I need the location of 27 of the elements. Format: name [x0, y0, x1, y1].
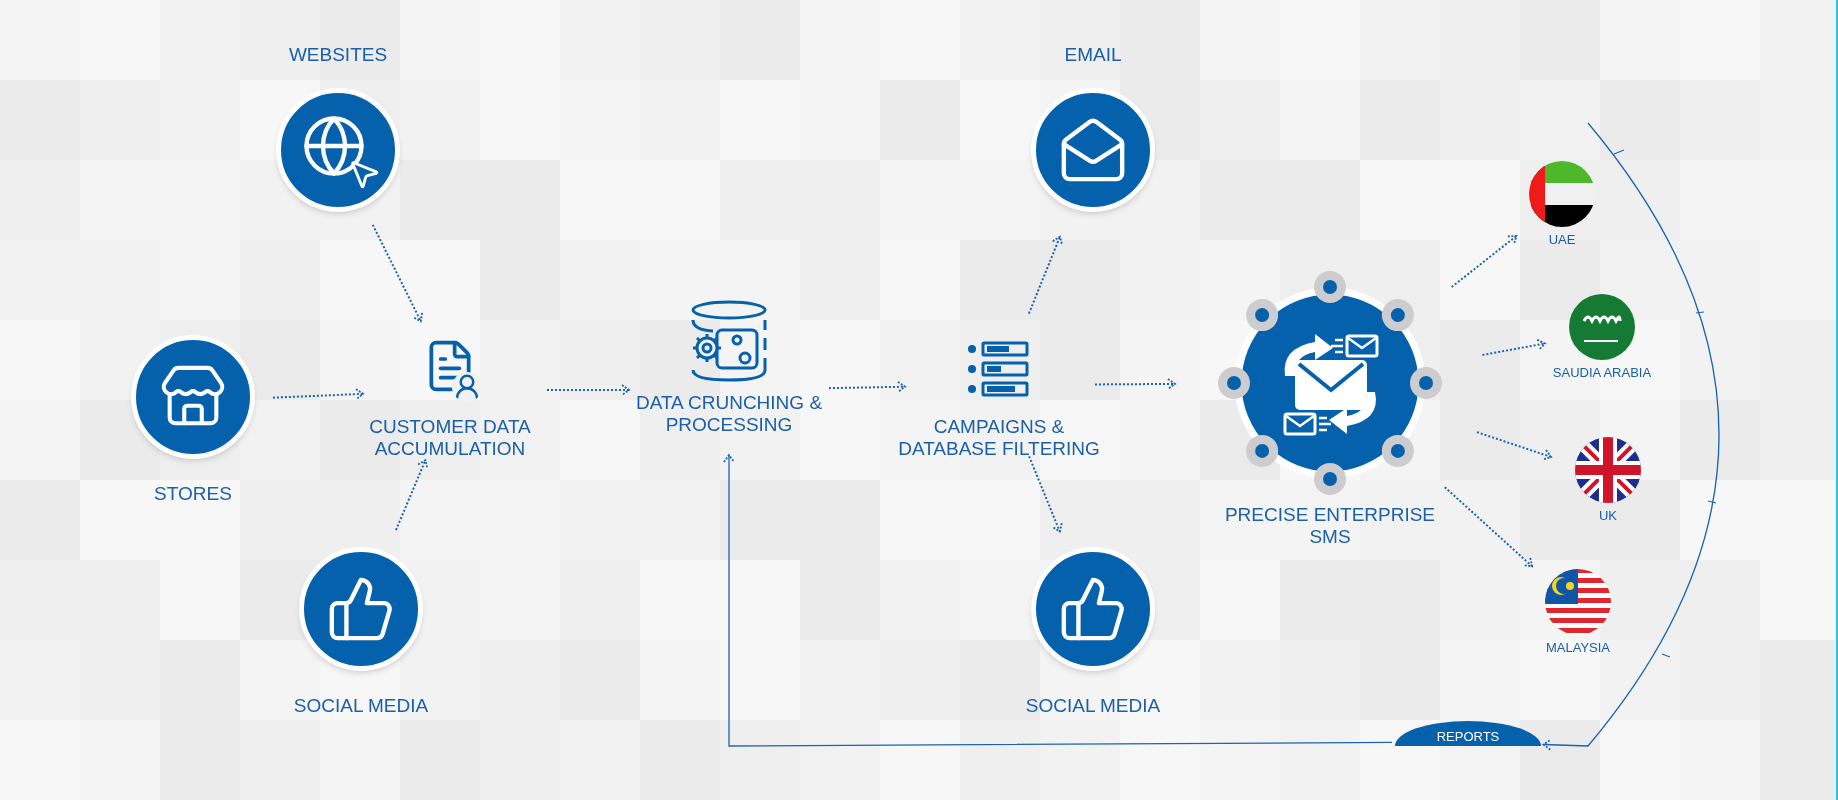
- node-label: STORES: [154, 483, 232, 505]
- dotted-arrow: [1028, 455, 1063, 533]
- node-label: UK: [1598, 508, 1618, 524]
- node-label: PRECISE ENTERPRISE SMS: [1223, 504, 1437, 548]
- node-label: SOCIAL MEDIA: [1025, 695, 1161, 717]
- dotted-arrow: [1476, 431, 1553, 461]
- dotted-arrow: [394, 459, 429, 532]
- node-label: DATA CRUNCHING & PROCESSING: [634, 392, 824, 436]
- arrow: [1542, 122, 1720, 751]
- node-label: WEBSITES: [288, 44, 388, 66]
- dotted-arrow: [371, 223, 424, 323]
- node-label: SAUDIA ARABIA: [1552, 365, 1652, 381]
- node-label: UAE: [1548, 232, 1576, 248]
- dotted-arrow: [1450, 234, 1518, 288]
- node-label: CUSTOMER DATA ACCUMULATION: [368, 416, 532, 460]
- dotted-arrow: [1094, 378, 1176, 390]
- node-label: EMAIL: [1064, 44, 1122, 66]
- node-label: CAMPAIGNS & DATABASE FILTERING: [897, 416, 1101, 460]
- dotted-arrow: [827, 381, 907, 393]
- node-label: SOCIAL MEDIA: [293, 695, 429, 717]
- dotted-arrow: [1027, 235, 1063, 315]
- dotted-arrow: [1443, 486, 1534, 568]
- arrow: [723, 454, 1393, 747]
- node-label: MALAYSIA: [1545, 640, 1611, 656]
- dotted-arrow: [546, 384, 630, 396]
- dotted-arrow: [271, 388, 365, 401]
- dotted-arrow: [1481, 338, 1546, 356]
